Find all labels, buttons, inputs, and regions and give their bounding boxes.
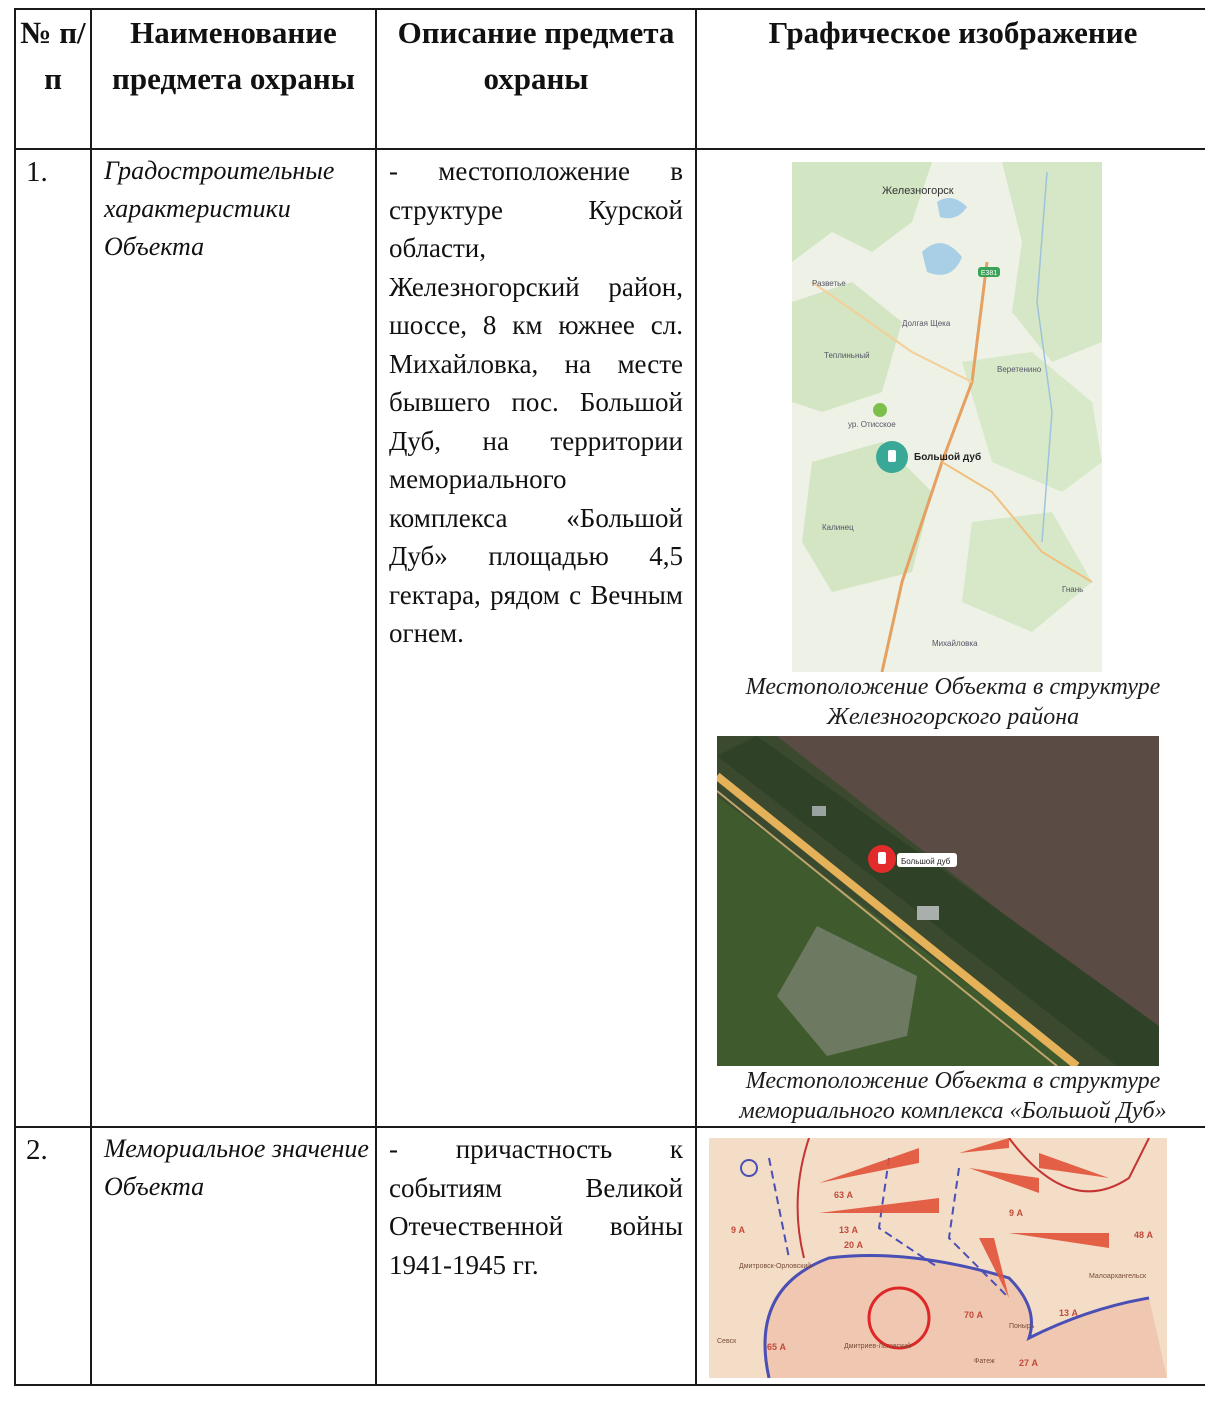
- army-label-9a-east: 9 А: [1009, 1208, 1024, 1218]
- table-header-row: № п/п Наименование предмета охраны Описа…: [14, 8, 1205, 150]
- army-label-27a: 27 А: [1019, 1358, 1039, 1368]
- map-label-otisskoe: ур. Отисское: [848, 420, 896, 429]
- satellite-marker-label: Большой дуб: [901, 857, 951, 866]
- road-badge: Е381: [981, 270, 997, 277]
- map-label-dmitrovsk: Дмитровск-Орловский: [739, 1262, 811, 1270]
- army-label-9a-west: 9 А: [731, 1225, 746, 1235]
- army-label-20a: 20 А: [844, 1240, 864, 1250]
- army-label-63a: 63 А: [834, 1190, 854, 1200]
- map-label-teplinny: Теплиньный: [824, 351, 870, 360]
- row-subject-name: Мемориальное значение Объекта: [90, 1126, 377, 1386]
- army-label-13a: 13 А: [839, 1225, 859, 1235]
- map-label-fatezh: Фатеж: [974, 1358, 995, 1365]
- table-row: 1. Градостроительные характеристики Объе…: [14, 148, 1205, 1128]
- map-label-maloarkhangelsk: Малоархангельск: [1089, 1273, 1147, 1280]
- row-subject-name: Градостроительные характеристики Объекта: [90, 148, 377, 1128]
- map-label-zheleznogorsk: Железногорск: [882, 185, 954, 197]
- map-label-razvetye: Разветье: [812, 279, 846, 288]
- row-subject-description: - местоположение в структуре Курской обл…: [375, 148, 697, 1128]
- table-row: 2. Мемориальное значение Объекта - прича…: [14, 1126, 1205, 1386]
- army-label-65a: 65 А: [767, 1342, 787, 1352]
- map-label-dolgaya-shcheka: Долгая Щека: [902, 319, 951, 328]
- header-subject-name: Наименование предмета охраны: [90, 8, 377, 150]
- row-graphic-cell: 63 А 9 А 13 А 20 А 9 А 48 А 70 А 13 А 65…: [695, 1126, 1205, 1386]
- district-map-caption: Местоположение Объекта в структуре Желез…: [745, 674, 1161, 730]
- map-label-ponyri: Понырь: [1009, 1323, 1035, 1330]
- battle-map-image: 63 А 9 А 13 А 20 А 9 А 48 А 70 А 13 А 65…: [709, 1138, 1167, 1378]
- map-label-kalinets: Калинец: [822, 523, 854, 532]
- map-label-veretenino: Веретенино: [997, 365, 1042, 374]
- header-number: № п/п: [14, 8, 92, 150]
- army-label-70a: 70 А: [964, 1310, 984, 1320]
- satellite-map-caption: Местоположение Объекта в структуре мемор…: [739, 1068, 1167, 1124]
- map-label-sevsk: Севск: [717, 1338, 737, 1345]
- row-number: 2.: [14, 1126, 92, 1386]
- row-subject-description: - причастность к событиям Великой Отечес…: [375, 1126, 697, 1386]
- map-label-mikhaylovka: Михайловка: [932, 639, 978, 648]
- map-label-bolshoy-dub: Большой дуб: [914, 451, 981, 463]
- army-label-13a-east: 13 А: [1059, 1308, 1079, 1318]
- header-graphic: Графическое изображение: [695, 8, 1205, 150]
- protection-subject-table: № п/п Наименование предмета охраны Описа…: [14, 8, 1205, 1386]
- satellite-map-image: Большой дуб: [717, 736, 1159, 1066]
- army-label-48a: 48 А: [1134, 1230, 1154, 1240]
- map-label-dmitriev: Дмитриев-Льговский: [844, 1342, 911, 1350]
- header-subject-description: Описание предмета охраны: [375, 8, 697, 150]
- map-label-gnan: Гнань: [1062, 585, 1083, 594]
- row-number: 1.: [14, 148, 92, 1128]
- row-graphic-cell: Е381 Железногорск Разветье Долгая Щека Т…: [695, 148, 1205, 1128]
- district-map-image: Е381 Железногорск Разветье Долгая Щека Т…: [792, 162, 1102, 672]
